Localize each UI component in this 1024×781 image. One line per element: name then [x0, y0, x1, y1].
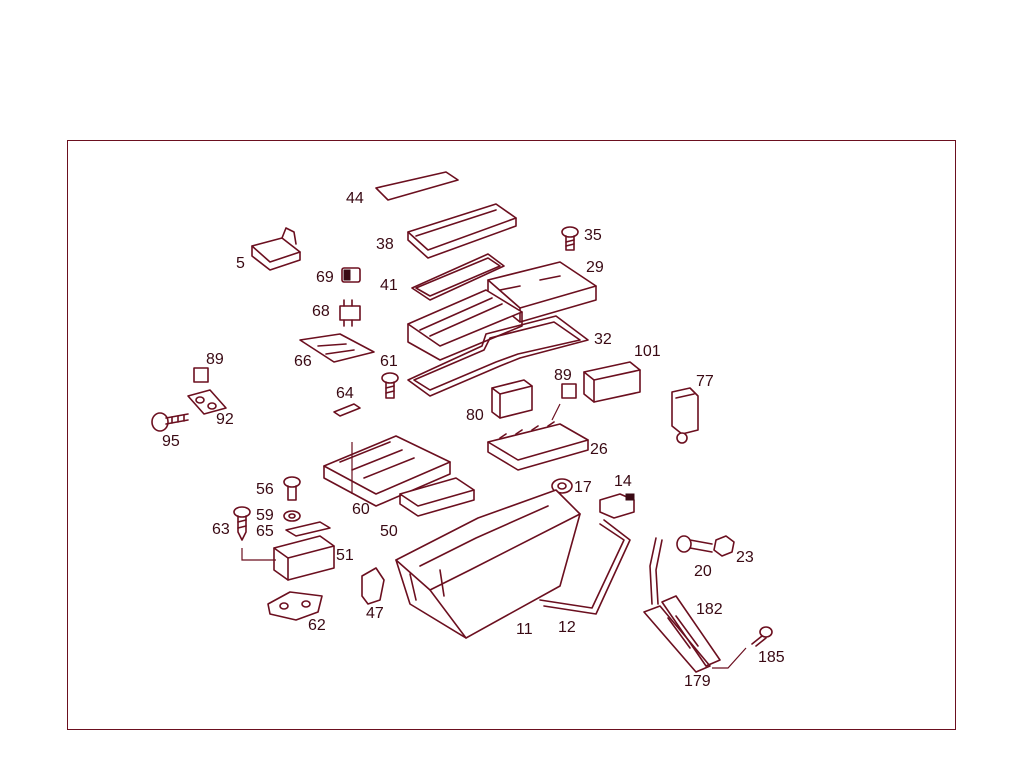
part-11-lower-housing [395, 489, 581, 639]
part-77-connector [671, 387, 699, 444]
label-26: 26 [590, 441, 608, 458]
label-95: 95 [162, 433, 180, 450]
part-41-gasket [411, 253, 505, 301]
label-68: 68 [312, 303, 330, 320]
label-89-right: 89 [554, 367, 572, 384]
label-182: 182 [696, 601, 723, 618]
part-69-relay [341, 267, 361, 283]
label-44: 44 [346, 190, 364, 207]
part-38-cover [407, 203, 517, 259]
part-66-plate [299, 333, 375, 363]
label-23: 23 [736, 549, 754, 566]
label-41: 41 [380, 277, 398, 294]
part-80-relay [491, 379, 533, 419]
part-44-label-strip [375, 171, 459, 201]
label-14: 14 [614, 473, 632, 490]
part-12-harness [539, 519, 631, 615]
part-labels: 44 38 35 5 29 69 41 68 32 66 61 101 89 8… [162, 190, 785, 690]
part-95-bolt [151, 412, 189, 432]
label-63: 63 [212, 521, 230, 538]
part-65-clip [285, 521, 331, 537]
part-fuse-frame [407, 289, 523, 361]
part-47-clip [361, 567, 385, 605]
label-56: 56 [256, 481, 274, 498]
label-59: 59 [256, 507, 274, 524]
label-77: 77 [696, 373, 714, 390]
label-20: 20 [694, 563, 712, 580]
label-47: 47 [366, 605, 384, 622]
part-64-fuse [333, 403, 361, 417]
part-60-fuse-carrier [323, 435, 451, 507]
part-17-grommet [551, 478, 573, 494]
part-5-bracket [251, 227, 301, 271]
part-92-plate [187, 389, 227, 415]
label-101: 101 [634, 343, 661, 360]
label-179: 179 [684, 673, 711, 690]
part-50-connector-strip [399, 477, 475, 517]
label-65: 65 [256, 523, 274, 540]
diagram-frame [67, 140, 956, 730]
part-35-screw [561, 226, 579, 251]
label-89-left: 89 [206, 351, 224, 368]
part-14-plug [599, 493, 635, 519]
label-80: 80 [466, 407, 484, 424]
part-20-bolt [676, 535, 713, 553]
part-68-connector [339, 299, 361, 327]
part-51-box [241, 535, 335, 581]
part-185-screw [751, 626, 773, 647]
label-11: 11 [516, 621, 533, 638]
label-66: 66 [294, 353, 312, 370]
part-59-washer [283, 510, 301, 522]
part-101-relay [583, 361, 641, 403]
part-63-screw [233, 506, 251, 541]
part-32-gasket [407, 315, 589, 397]
label-38: 38 [376, 236, 394, 253]
label-17: 17 [574, 479, 592, 496]
part-26-relay-plate [487, 403, 589, 471]
label-29: 29 [586, 259, 604, 276]
label-35: 35 [584, 227, 602, 244]
part-89-relay-left [193, 367, 209, 383]
label-69: 69 [316, 269, 334, 286]
part-23-nut [713, 535, 735, 557]
label-64: 64 [336, 385, 354, 402]
label-32: 32 [594, 331, 612, 348]
part-62-bracket [267, 591, 323, 621]
part-89-relay-right [561, 383, 577, 399]
label-61: 61 [380, 353, 398, 370]
part-56-screw [283, 476, 301, 501]
label-5: 5 [236, 255, 245, 272]
label-50: 50 [380, 523, 398, 540]
label-92: 92 [216, 411, 234, 428]
label-62: 62 [308, 617, 326, 634]
label-12: 12 [558, 619, 576, 636]
part-182-179-wiring-rail [643, 537, 747, 673]
label-51: 51 [336, 547, 354, 564]
part-61-screw [381, 372, 399, 399]
label-185: 185 [758, 649, 785, 666]
label-60: 60 [352, 501, 370, 518]
